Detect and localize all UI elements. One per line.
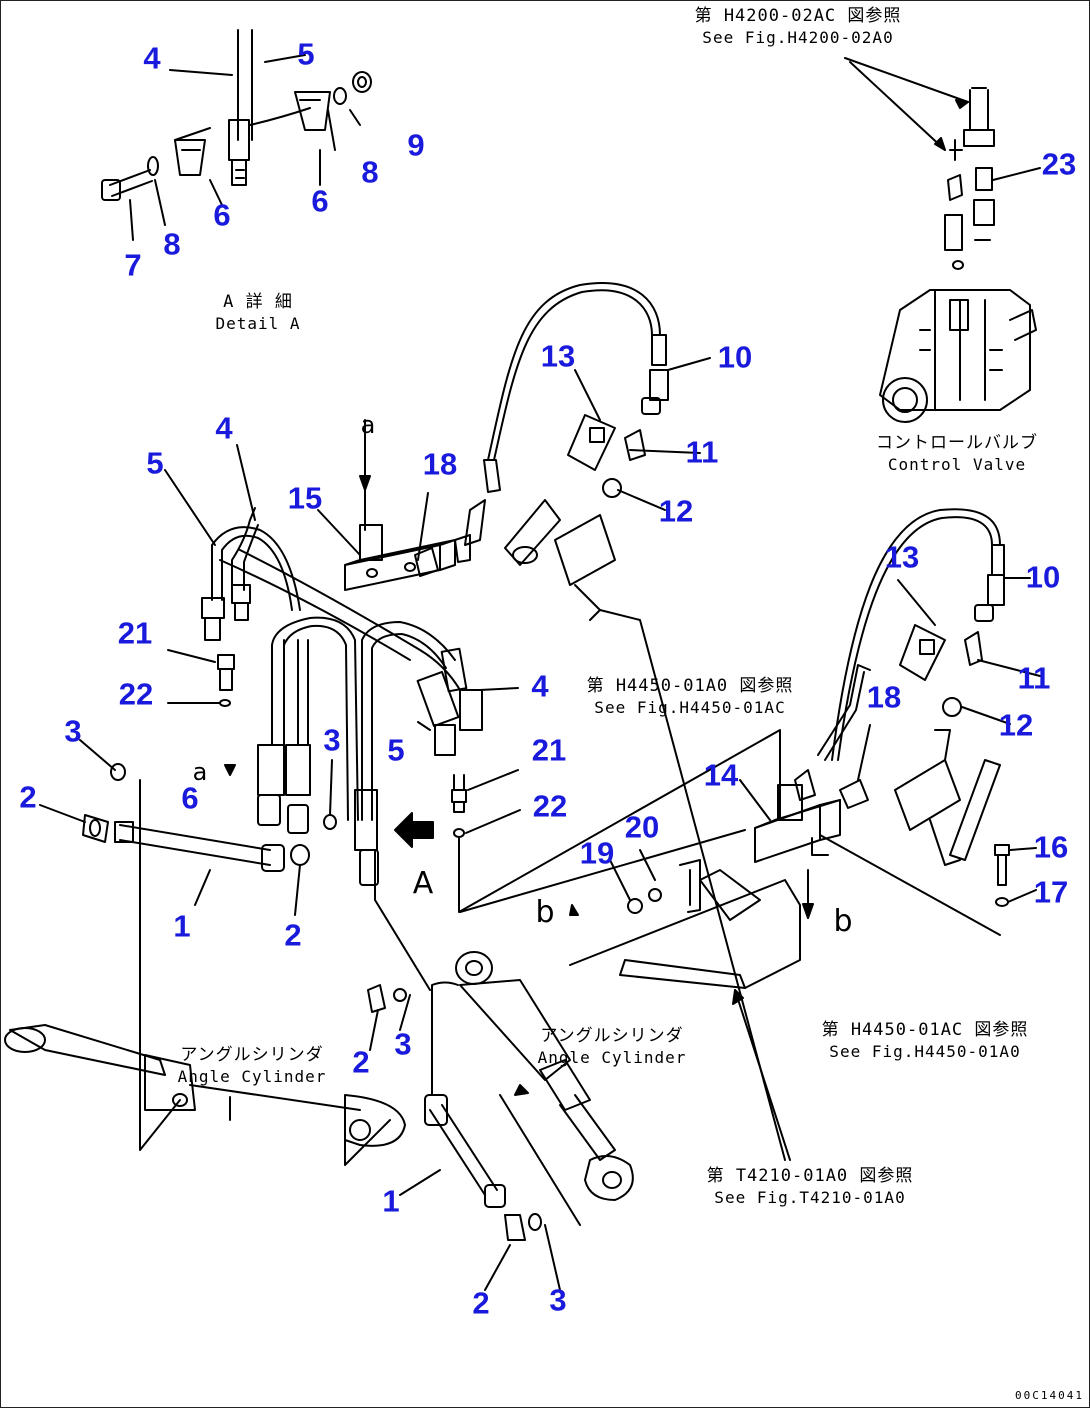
note-detail-a-en: Detail A [215,314,301,333]
note-fig-h4200: 第 H4200-02AC 図参照 See Fig.H4200-02A0 [695,6,902,48]
callout-13-right: 13 [884,539,920,575]
note-angle-cylinder-left-en: Angle Cylinder [177,1067,327,1086]
view-marker-b-right: b [833,904,853,939]
callout-5-right: 5 [387,732,405,768]
frame-lower [569,609,801,1161]
callout-2-mid: 2 [284,917,302,953]
callout-13-top: 13 [540,338,576,374]
middle-hoses [164,444,519,886]
callout-17: 17 [1033,874,1069,910]
callout-10-top: 10 [717,339,753,375]
fittings-21-22 [167,649,781,913]
view-marker-b-left: b [535,895,555,930]
callout-14: 14 [703,757,739,793]
callout-10-right: 10 [1025,559,1061,595]
detail-a-drawing [101,29,372,241]
callout-21-right: 21 [531,732,567,768]
callout-3-bottom: 3 [549,1282,567,1318]
callout-8-left: 8 [163,226,181,262]
arrow-a-label: A [412,866,434,901]
note-detail-a-ja: A 詳 細 [223,292,293,312]
callout-6-mid: 6 [181,780,199,816]
control-valve-drawing [844,57,1041,423]
callout-3-lower: 3 [394,1026,412,1062]
callout-18-top: 18 [422,446,458,482]
callout-4-right: 4 [531,668,549,704]
note-fig-h4450-mid-ja: 第 H4450-01A0 図参照 [586,676,794,696]
callout-6-left: 6 [213,197,231,233]
callout-18-right: 18 [866,679,902,715]
note-fig-h4450-right-ja: 第 H4450-01AC 図参照 [821,1020,1029,1040]
callout-5-detail: 5 [297,36,315,72]
callout-3-mid: 3 [323,722,341,758]
callout-4-detail: 4 [143,40,161,76]
note-angle-cylinder-left-ja: アングルシリンダ [180,1045,324,1065]
note-fig-t4210-ja: 第 T4210-01A0 図参照 [706,1166,914,1186]
view-marker-a-top: a [360,411,376,439]
callout-19: 19 [579,835,615,871]
view-marker-a-mid: a [192,758,208,786]
callout-2-far-left: 2 [19,779,37,815]
callout-8-right: 8 [361,154,379,190]
angle-cylinder-right [455,951,634,1226]
callout-3-far-left: 3 [64,713,82,749]
callout-9: 9 [407,127,425,163]
callout-2-bottom: 2 [472,1285,490,1321]
note-fig-h4450-mid: 第 H4450-01A0 図参照 See Fig.H4450-01AC [587,676,794,718]
note-fig-h4450-mid-en: See Fig.H4450-01AC [594,698,786,717]
callout-15: 15 [287,480,323,516]
callout-11-top: 11 [685,434,719,470]
note-control-valve: コントロールバルブ Control Valve [876,433,1038,475]
note-fig-h4200-en: See Fig.H4200-02A0 [702,28,894,47]
callout-4-mid: 4 [215,410,233,446]
callout-11-right: 11 [1017,660,1051,696]
callout-22-left: 22 [118,676,154,712]
callout-7: 7 [124,247,142,283]
arrow-a [394,812,434,848]
document-number: 00C14041 [1015,1389,1084,1402]
note-fig-h4450-right-en: See Fig.H4450-01A0 [829,1042,1021,1061]
bolt-16-washer-17 [994,844,1037,907]
block-14-assembly [459,664,1001,936]
callout-23: 23 [1041,146,1077,182]
callout-16: 16 [1033,829,1069,865]
note-control-valve-en: Control Valve [887,455,1027,474]
note-fig-t4210-en: See Fig.T4210-01A0 [714,1188,906,1207]
rod-1-upper [39,739,337,916]
note-angle-cylinder-right-en: Angle Cylinder [537,1048,687,1067]
callout-1-top: 1 [173,908,191,944]
right-hose-assembly [831,508,1041,866]
note-control-valve-ja: コントロールバルブ [876,433,1038,453]
upper-hose-assembly [417,282,711,621]
note-fig-t4210: 第 T4210-01A0 図参照 See Fig.T4210-01A0 [707,1166,914,1208]
note-angle-cylinder-right-ja: アングルシリンダ [540,1026,684,1046]
callout-22-right: 22 [532,788,568,824]
angle-cylinder-left [4,779,406,1166]
callout-21-left: 21 [117,615,153,651]
block-15-assembly [317,419,456,591]
note-angle-cylinder-right: アングルシリンダ Angle Cylinder [538,1026,687,1068]
callout-5-mid: 5 [146,445,164,481]
callout-12-top: 12 [658,493,694,529]
note-fig-h4450-right: 第 H4450-01AC 図参照 See Fig.H4450-01A0 [822,1020,1029,1062]
callout-6-right: 6 [311,183,329,219]
note-angle-cylinder-left: アングルシリンダ Angle Cylinder [178,1045,327,1087]
callout-2-lower: 2 [352,1044,370,1080]
callout-1-bottom: 1 [382,1183,400,1219]
rod-1-lower [367,849,561,1291]
callout-20: 20 [624,809,660,845]
callout-12-right: 12 [998,707,1034,743]
note-detail-a: A 詳 細 Detail A [215,292,300,334]
note-fig-h4200-ja: 第 H4200-02AC 図参照 [694,6,902,26]
